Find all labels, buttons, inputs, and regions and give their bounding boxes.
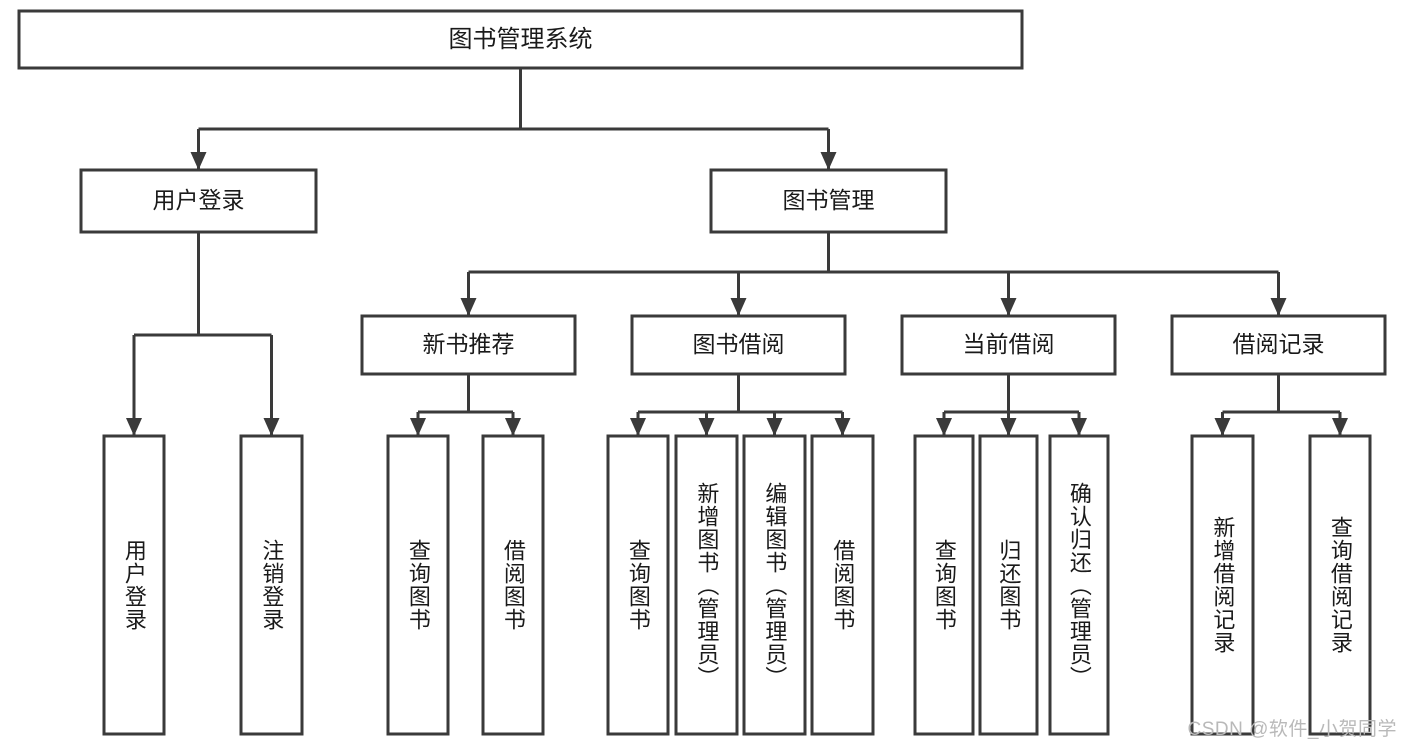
arrow-head-icon (410, 418, 426, 436)
node-g2-l1[interactable] (386, 434, 450, 736)
watermark: CSDN @软件_小贺同学 (1187, 719, 1397, 740)
arrow-head-icon (1000, 298, 1017, 316)
arrow-head-icon (460, 298, 477, 316)
node-g4-l3[interactable] (1048, 434, 1110, 736)
node-label-book-borrow: 图书借阅 (693, 331, 785, 357)
arrow-head-icon (766, 418, 783, 436)
node-label-new-book-rec: 新书推荐 (423, 331, 515, 357)
node-g5-l2[interactable] (1308, 434, 1372, 736)
node-g3-l3[interactable] (742, 434, 807, 736)
arrow-head-icon (263, 418, 280, 436)
arrow-head-icon (505, 418, 521, 436)
node-label-root: 图书管理系统 (449, 26, 593, 53)
arrow-head-icon (834, 418, 851, 436)
arrow-head-icon (190, 152, 207, 170)
arrow-head-icon (1270, 298, 1287, 316)
node-g3-l1[interactable] (606, 434, 670, 736)
node-g3-l2[interactable] (674, 434, 739, 736)
node-label-borrow-record: 借阅记录 (1233, 331, 1325, 357)
node-label-user-login: 用户登录 (153, 187, 245, 213)
node-user-login[interactable] (79, 168, 318, 234)
arrow-head-icon (126, 418, 142, 436)
node-root[interactable] (17, 9, 1024, 70)
node-leaf-user-login[interactable] (102, 434, 166, 736)
arrow-head-icon (1214, 418, 1231, 436)
node-book-borrow[interactable] (630, 314, 847, 376)
connector-layer (126, 68, 1348, 436)
node-g5-l1[interactable] (1190, 434, 1255, 736)
arrow-head-icon (820, 152, 837, 170)
node-leaf-logout[interactable] (239, 434, 304, 736)
node-g3-l4[interactable] (810, 434, 875, 736)
node-new-book-rec[interactable] (360, 314, 577, 376)
node-current-borrow[interactable] (900, 314, 1117, 376)
arrow-head-icon (698, 418, 715, 436)
node-g4-l1[interactable] (913, 434, 975, 736)
node-label-book-manage: 图书管理 (783, 187, 875, 213)
arrow-head-icon (730, 298, 747, 316)
arrow-head-icon (630, 418, 646, 436)
node-g4-l2[interactable] (978, 434, 1039, 736)
node-box-layer (17, 9, 1387, 736)
node-borrow-record[interactable] (1170, 314, 1387, 376)
node-book-manage[interactable] (709, 168, 948, 234)
node-g2-l2[interactable] (481, 434, 545, 736)
arrow-head-icon (936, 418, 952, 436)
arrow-head-icon (1071, 418, 1087, 436)
arrow-head-icon (1332, 418, 1348, 436)
arrow-head-icon (1000, 418, 1017, 436)
node-label-current-borrow: 当前借阅 (963, 331, 1055, 357)
